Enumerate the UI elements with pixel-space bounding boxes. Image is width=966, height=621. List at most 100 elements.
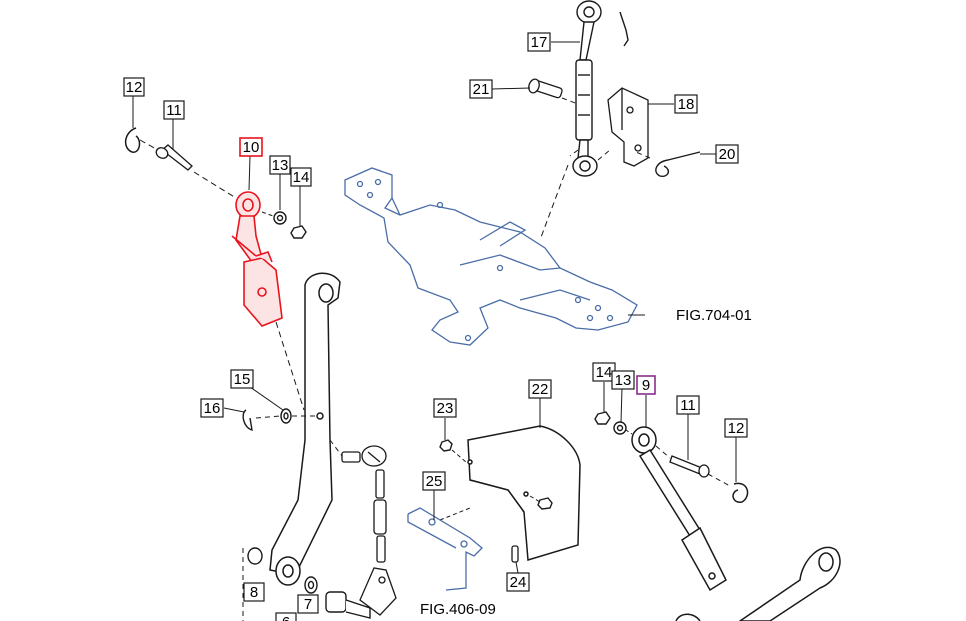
clip-12-right-part bbox=[732, 482, 749, 503]
washer-13-right-part bbox=[613, 421, 627, 435]
callout-number: 14 bbox=[293, 169, 310, 186]
callout-number: 12 bbox=[728, 420, 745, 437]
figure-reference-406[interactable]: FIG.406-09 bbox=[420, 601, 496, 618]
callout-box bbox=[469, 79, 493, 99]
callout-c18[interactable]: 18 bbox=[674, 94, 698, 114]
main-frame-part bbox=[344, 167, 638, 346]
callout-c6[interactable]: 6 bbox=[275, 612, 297, 621]
bracket-18-part bbox=[607, 87, 649, 167]
callout-number: 11 bbox=[166, 102, 182, 119]
callout-box bbox=[676, 395, 700, 415]
callout-number: 11 bbox=[680, 397, 696, 414]
washer-7-part bbox=[304, 576, 318, 594]
callout-number: 9 bbox=[642, 377, 650, 394]
callout-c14a[interactable]: 14 bbox=[290, 167, 312, 187]
callout-box bbox=[528, 379, 552, 399]
callout-box bbox=[163, 100, 185, 120]
callout-number: 6 bbox=[282, 614, 290, 621]
bolt-23-part bbox=[439, 439, 453, 452]
callout-box bbox=[527, 32, 551, 52]
callout-box bbox=[724, 418, 748, 438]
callout-number: 20 bbox=[719, 146, 736, 163]
callout-c10[interactable]: 10 bbox=[239, 137, 263, 157]
callout-box bbox=[433, 398, 457, 418]
bracket-fig406-part bbox=[407, 507, 483, 591]
clip-16-part bbox=[242, 409, 253, 431]
pin-21-part bbox=[528, 78, 563, 99]
pin-11-right-part bbox=[669, 455, 710, 478]
check-chain-part bbox=[341, 445, 397, 616]
clip-20-part bbox=[655, 151, 701, 178]
washer-13-left-part bbox=[273, 211, 287, 225]
callout-box bbox=[290, 167, 312, 187]
callout-box bbox=[275, 612, 297, 621]
callout-c25[interactable]: 25 bbox=[422, 471, 446, 491]
pin-24-part bbox=[511, 545, 519, 563]
lift-rod-10-highlighted[interactable] bbox=[231, 191, 283, 327]
callout-box bbox=[200, 398, 224, 418]
lift-arm-left-part bbox=[269, 272, 341, 586]
callout-number: 13 bbox=[272, 157, 289, 174]
callout-c20[interactable]: 20 bbox=[715, 144, 739, 164]
callout-c8[interactable]: 8 bbox=[243, 582, 265, 602]
nut-14-left-part bbox=[290, 225, 307, 239]
nut-14-right-part bbox=[594, 411, 611, 425]
callout-number: 10 bbox=[243, 139, 260, 156]
callout-box bbox=[422, 471, 446, 491]
callout-number: 8 bbox=[250, 584, 258, 601]
callout-c14b[interactable]: 14 bbox=[592, 362, 616, 382]
callout-c13b[interactable]: 13 bbox=[611, 370, 635, 390]
callout-c12a[interactable]: 12 bbox=[123, 77, 145, 97]
cover-22-part bbox=[467, 425, 581, 561]
callout-c24[interactable]: 24 bbox=[506, 572, 530, 592]
callout-box bbox=[230, 369, 254, 389]
callout-box bbox=[269, 155, 291, 175]
callout-number: 17 bbox=[531, 34, 548, 51]
top-link-part bbox=[572, 0, 629, 177]
callout-number: 24 bbox=[510, 574, 527, 591]
callout-number: 16 bbox=[204, 400, 221, 417]
callout-box bbox=[506, 572, 530, 592]
callout-box bbox=[123, 77, 145, 97]
callout-number: 7 bbox=[304, 596, 312, 613]
figure-reference-704[interactable]: FIG.704-01 bbox=[676, 307, 752, 324]
callout-c7[interactable]: 7 bbox=[297, 594, 319, 614]
bolt-cover-part bbox=[537, 497, 553, 510]
callout-c21[interactable]: 21 bbox=[469, 79, 493, 99]
washer-15-part bbox=[280, 408, 292, 424]
callout-c16[interactable]: 16 bbox=[200, 398, 224, 418]
callout-box bbox=[636, 375, 656, 395]
clip-12-left-part bbox=[124, 127, 141, 153]
lift-arm-right-part bbox=[675, 546, 841, 621]
callout-number: 22 bbox=[532, 381, 549, 398]
callout-c17[interactable]: 17 bbox=[527, 32, 551, 52]
callout-c22[interactable]: 22 bbox=[528, 379, 552, 399]
callout-box bbox=[611, 370, 635, 390]
callout-box bbox=[239, 137, 263, 157]
callout-number: 14 bbox=[596, 364, 613, 381]
bushing-8-part bbox=[247, 547, 263, 565]
callout-box bbox=[243, 582, 265, 602]
callout-c13a[interactable]: 13 bbox=[269, 155, 291, 175]
callout-number: 23 bbox=[437, 400, 454, 417]
callout-c12b[interactable]: 12 bbox=[724, 418, 748, 438]
callout-c23[interactable]: 23 bbox=[433, 398, 457, 418]
callout-c15[interactable]: 15 bbox=[230, 369, 254, 389]
callout-number: 18 bbox=[678, 96, 695, 113]
callout-c11b[interactable]: 11 bbox=[676, 395, 700, 415]
callout-c9[interactable]: 9 bbox=[636, 375, 656, 395]
callout-c11a[interactable]: 11 bbox=[163, 100, 185, 120]
pin-lower-part bbox=[325, 591, 371, 619]
callout-number: 12 bbox=[126, 79, 143, 96]
callout-number: 21 bbox=[473, 81, 490, 98]
lift-rod-9-part bbox=[631, 426, 727, 592]
pin-11-left-part bbox=[155, 144, 193, 171]
callout-number: 25 bbox=[426, 473, 443, 490]
callout-number: 13 bbox=[615, 372, 632, 389]
callout-box bbox=[297, 594, 319, 614]
callout-number: 15 bbox=[234, 371, 251, 388]
callout-box bbox=[674, 94, 698, 114]
